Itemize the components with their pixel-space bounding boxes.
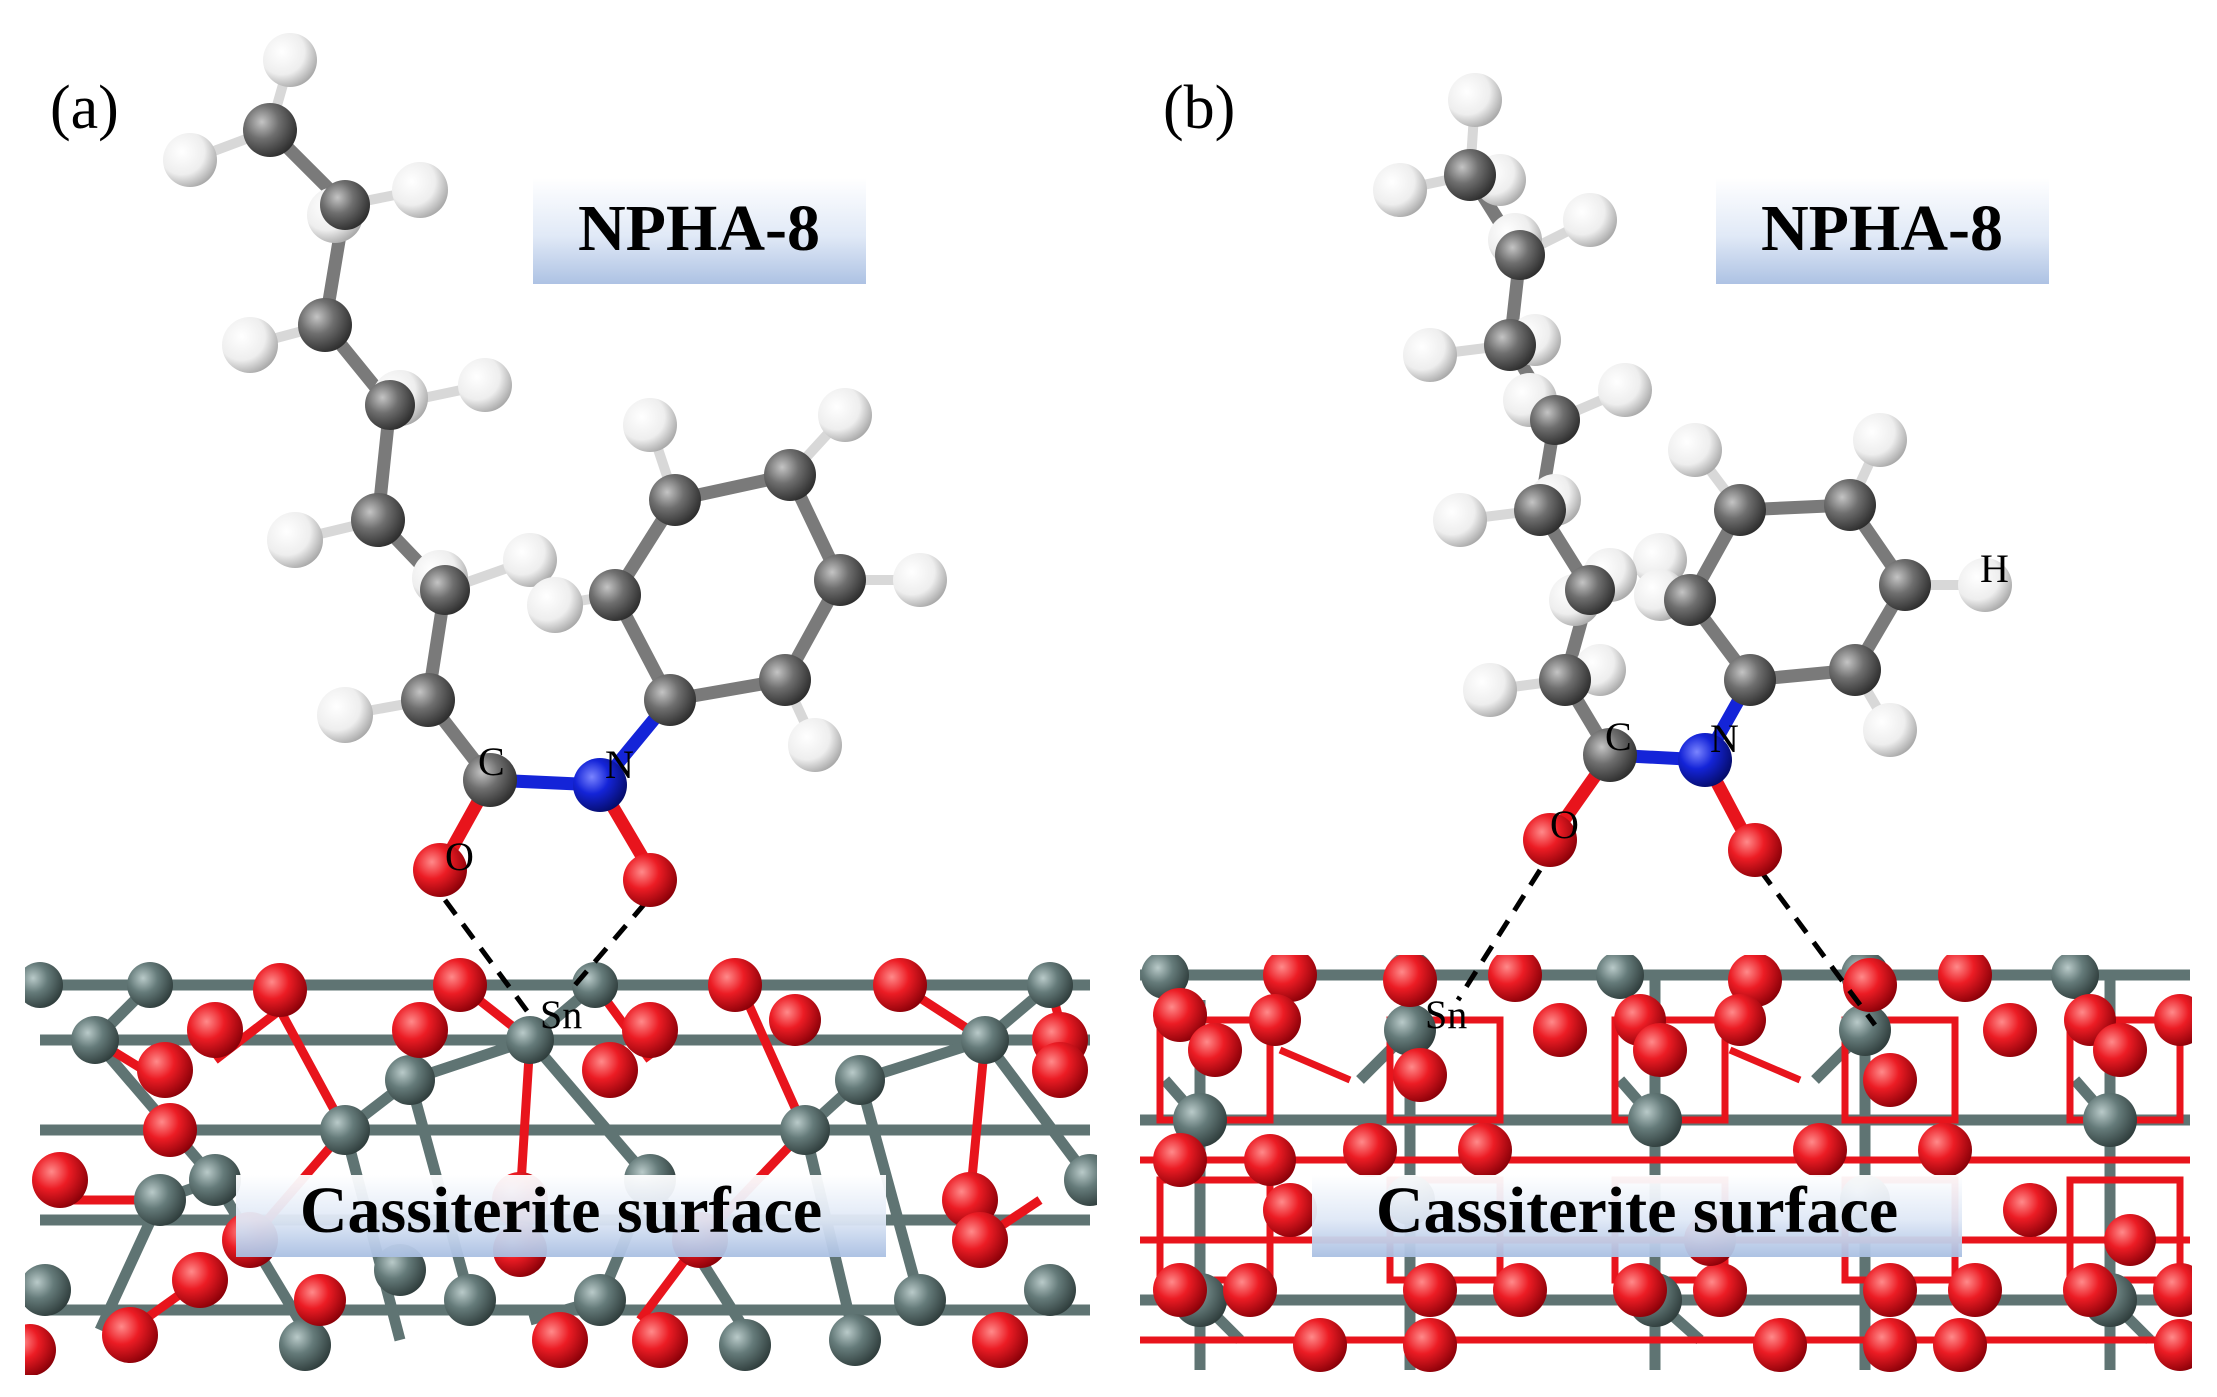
surface-banner-a — [236, 1175, 886, 1257]
hydroxyl-oxygen-a — [623, 853, 677, 907]
molecule-a-carbons — [243, 103, 866, 807]
slab-b-oxygen-atoms — [1153, 955, 2192, 1372]
atom-label-n-a: N — [605, 742, 634, 787]
atom-label-h-b: H — [1980, 546, 2009, 591]
atom-label-o-a: O — [445, 834, 474, 879]
atom-label-sn-a: Sn — [540, 992, 582, 1037]
cassiterite-slab-b — [1140, 955, 2192, 1372]
atom-label-c-a: C — [478, 739, 505, 784]
atom-label-sn-b: Sn — [1425, 992, 1467, 1037]
molecule-b-carbons — [1444, 149, 1931, 782]
atom-label-c-b: C — [1605, 714, 1632, 759]
panel-a-label: (a) — [50, 74, 119, 142]
coordination-bonds-b — [1455, 868, 1878, 1027]
title-banner-a — [533, 178, 866, 284]
slab-a-oxygen-atoms — [25, 958, 1088, 1375]
surface-label-a: Cassiterite surface — [300, 1174, 822, 1247]
nitrogen-atom-a — [573, 758, 627, 812]
atom-label-n-b: N — [1710, 716, 1739, 761]
panel-a: (a) — [25, 33, 1097, 1375]
title-banner-b — [1716, 178, 2049, 284]
hydroxyl-oxygen-b — [1728, 823, 1782, 877]
surface-label-b: Cassiterite surface — [1376, 1174, 1898, 1247]
panel-b: (b) — [1140, 73, 2192, 1372]
carbonyl-oxygen-b — [1523, 813, 1577, 867]
surface-banner-b — [1312, 1175, 1962, 1257]
coordination-bonds-a — [442, 878, 667, 1017]
molecule-title-b: NPHA-8 — [1761, 192, 2003, 265]
nitrogen-atom-b — [1678, 733, 1732, 787]
molecule-title-a: NPHA-8 — [578, 192, 820, 265]
carbonyl-oxygen-a — [413, 843, 467, 897]
panel-b-label: (b) — [1163, 74, 1235, 142]
atom-label-o-b: O — [1550, 802, 1579, 847]
